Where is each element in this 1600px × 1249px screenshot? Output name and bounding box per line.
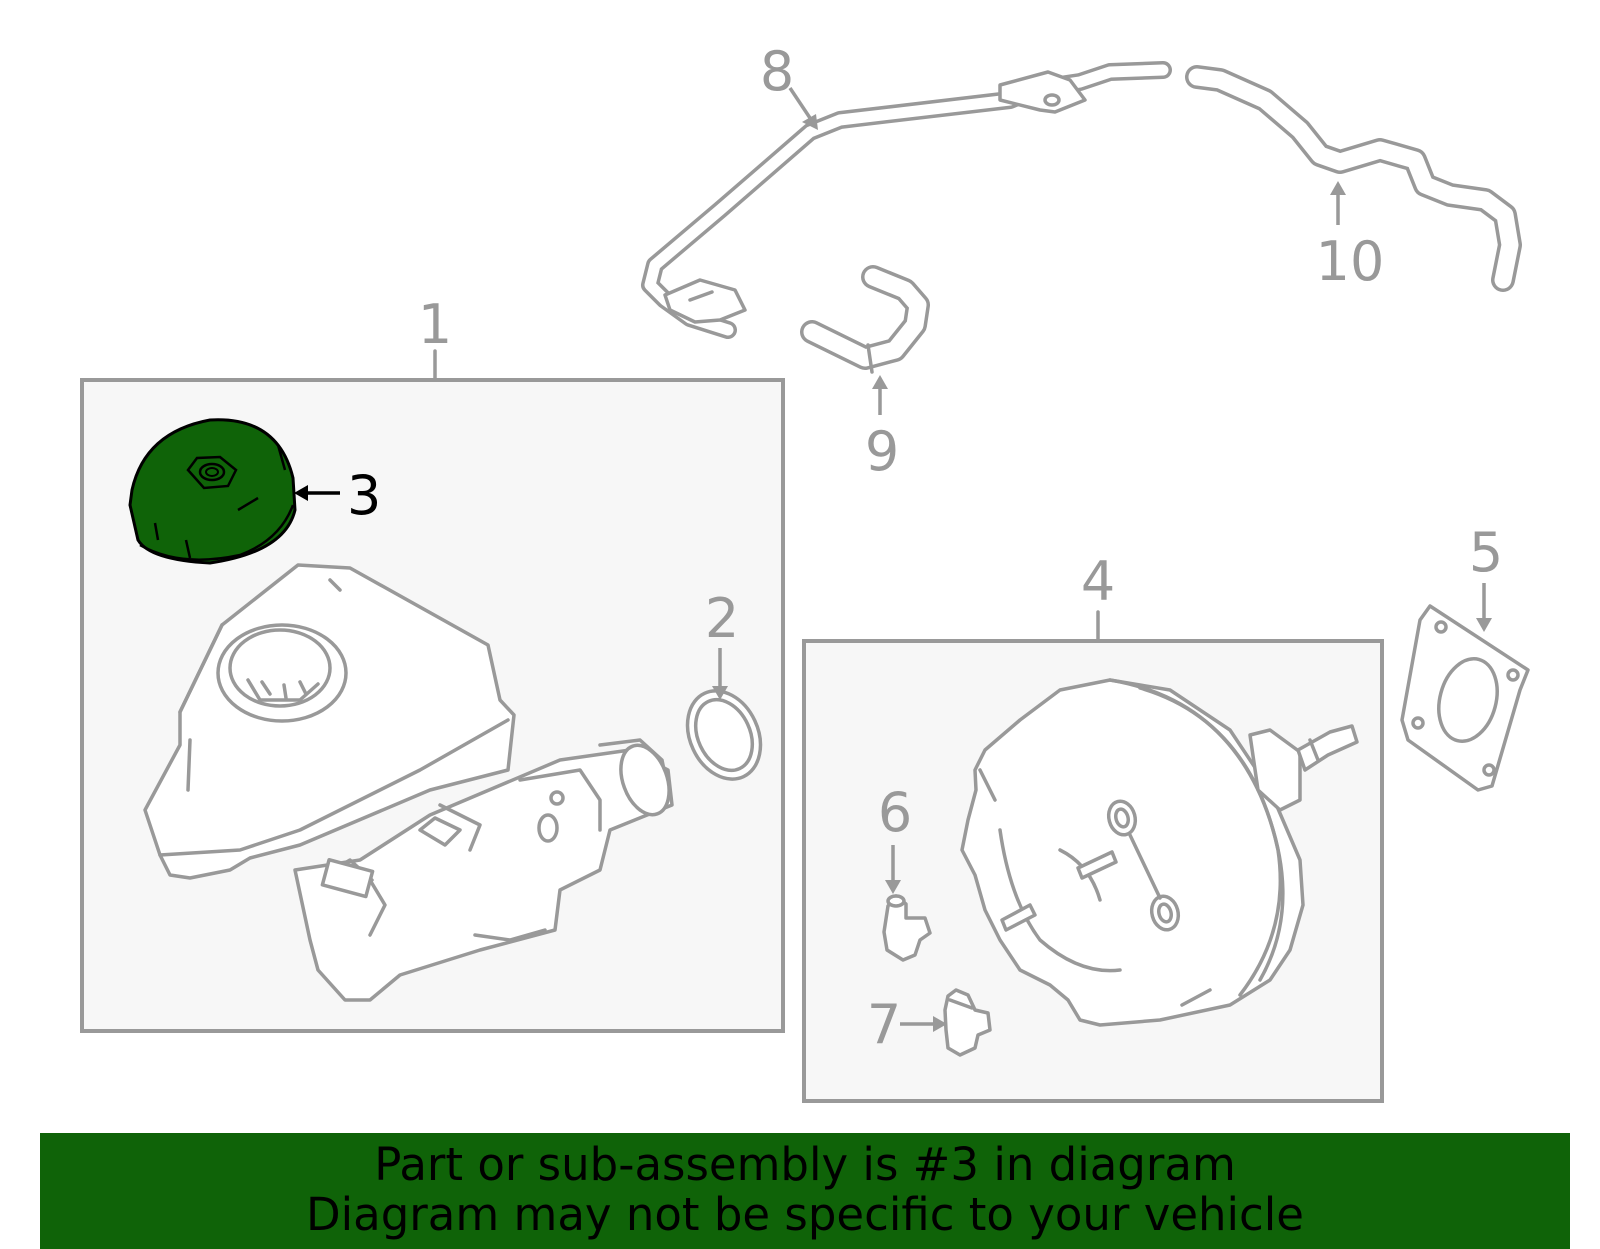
seal-ring-2 — [685, 689, 763, 781]
callout-10: 10 — [1316, 230, 1385, 293]
callout-5: 5 — [1469, 521, 1503, 584]
sensor-7 — [943, 988, 992, 1057]
callout-3: 3 — [347, 464, 381, 527]
callout-8: 8 — [760, 40, 794, 103]
master-cylinder-reservoir — [143, 563, 516, 880]
check-valve-6 — [882, 894, 932, 962]
brake-booster — [960, 678, 1359, 1027]
long-hose-10 — [1185, 65, 1522, 292]
callout-6: 6 — [878, 781, 912, 844]
callout-1: 1 — [418, 293, 452, 356]
short-hose-9 — [800, 265, 930, 374]
vacuum-tube-8 — [641, 61, 1172, 339]
info-banner: Part or sub-assembly is #3 in diagram Di… — [40, 1133, 1570, 1249]
gasket-5 — [1400, 604, 1530, 792]
callout-9: 9 — [865, 420, 899, 483]
reservoir-cap-3 — [128, 418, 297, 565]
banner-line-2: Diagram may not be specific to your vehi… — [306, 1188, 1304, 1241]
callout-7: 7 — [867, 993, 901, 1056]
callout-4: 4 — [1081, 550, 1115, 613]
banner-line-1: Part or sub-assembly is #3 in diagram — [374, 1138, 1236, 1191]
master-cylinder-body — [293, 738, 674, 1002]
callout-2: 2 — [705, 587, 739, 650]
